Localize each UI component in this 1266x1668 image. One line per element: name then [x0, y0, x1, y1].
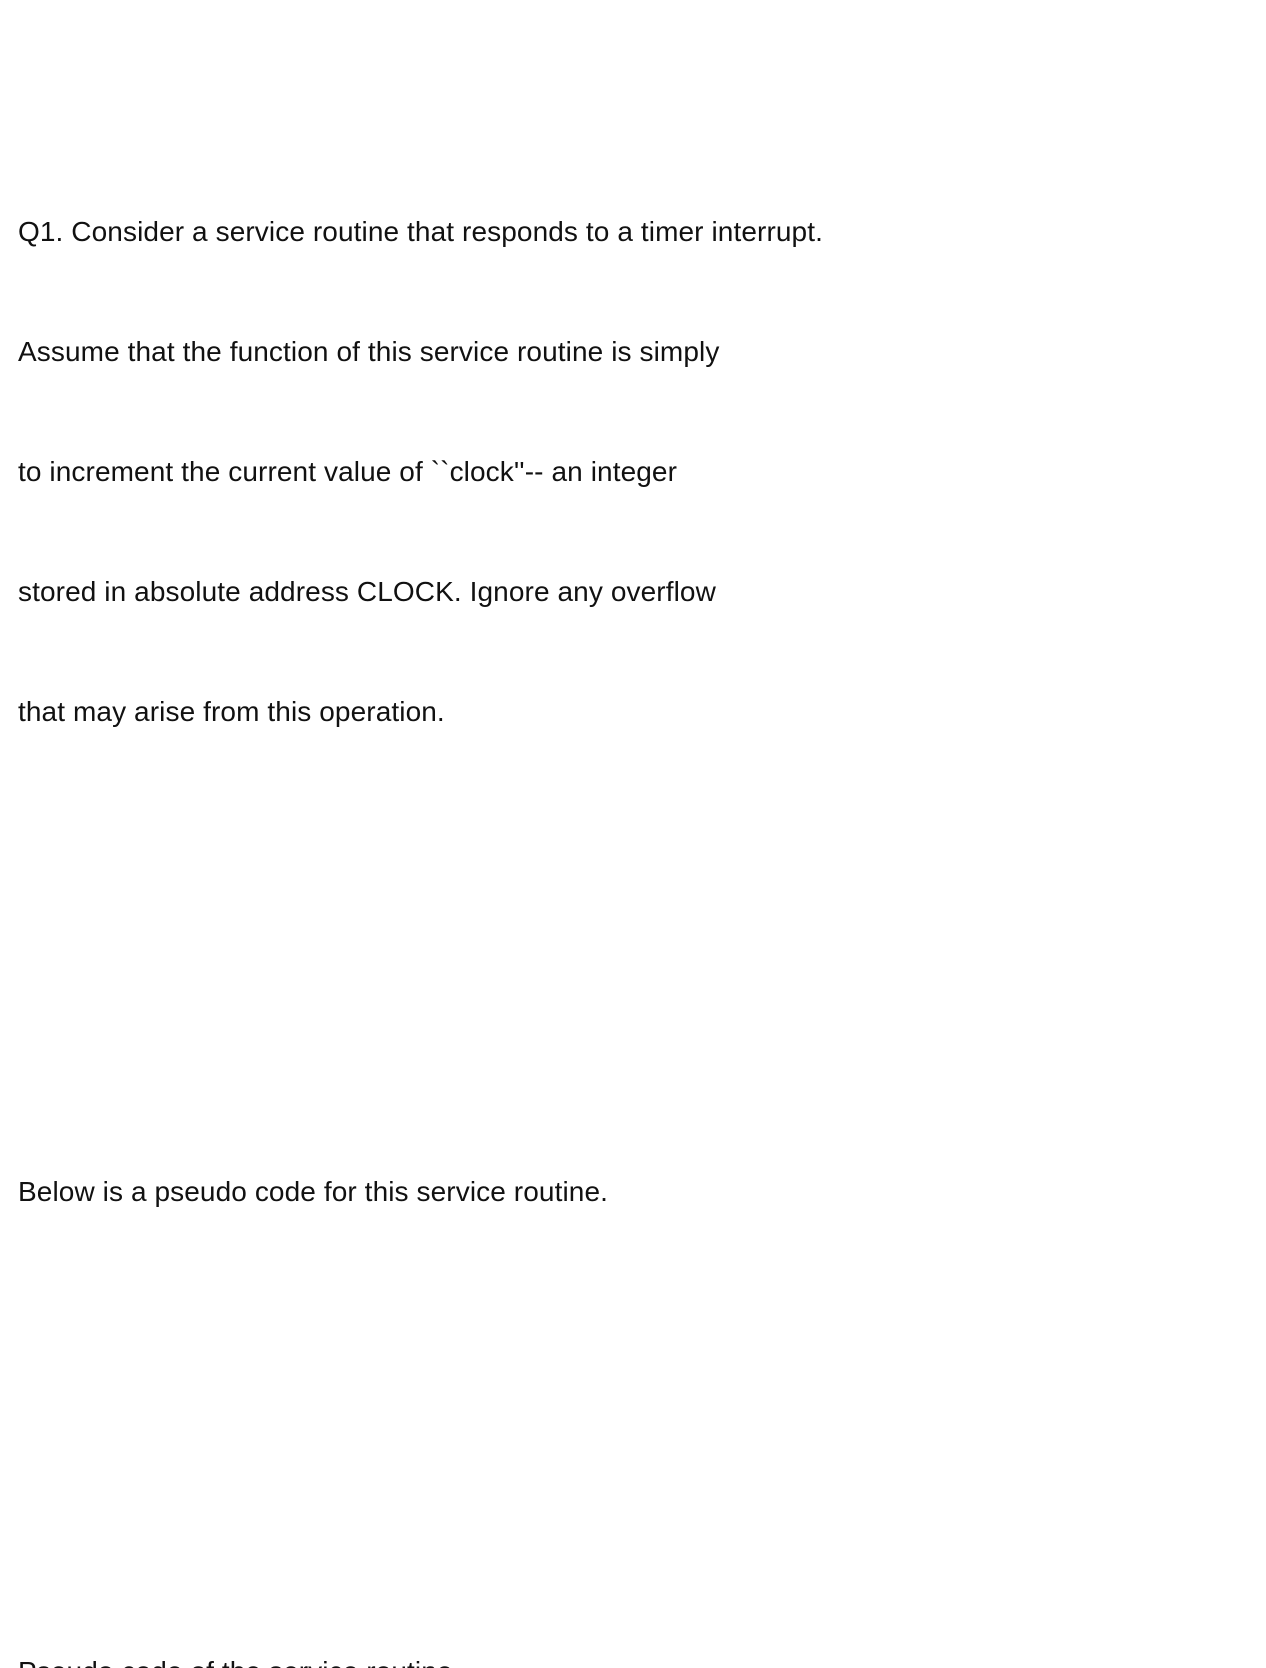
- pseudo-code-heading: Pseudo code of the service routine: [18, 1652, 1266, 1668]
- below-note-paragraph: Below is a pseudo code for this service …: [18, 1092, 1266, 1292]
- intro-line-3: to increment the current value of ``cloc…: [18, 456, 678, 487]
- pseudo-code-heading-block: Pseudo code of the service routine -----…: [18, 1572, 1266, 1668]
- below-note-line: Below is a pseudo code for this service …: [18, 1176, 608, 1207]
- document-page: Q1. Consider a service routine that resp…: [18, 216, 823, 1668]
- intro-line-4: stored in absolute address CLOCK. Ignore…: [18, 576, 716, 607]
- spacer-after-intro: [18, 932, 1266, 972]
- intro-line-2: Assume that the function of this service…: [18, 336, 720, 367]
- intro-line-5: that may arise from this operation.: [18, 696, 445, 727]
- intro-line-1: Q1. Consider a service routine that resp…: [18, 216, 823, 247]
- spacer-after-below-note: [18, 1412, 1266, 1452]
- document-text-body: Q1. Consider a service routine that resp…: [18, 12, 1266, 1668]
- intro-paragraph: Q1. Consider a service routine that resp…: [18, 132, 1266, 812]
